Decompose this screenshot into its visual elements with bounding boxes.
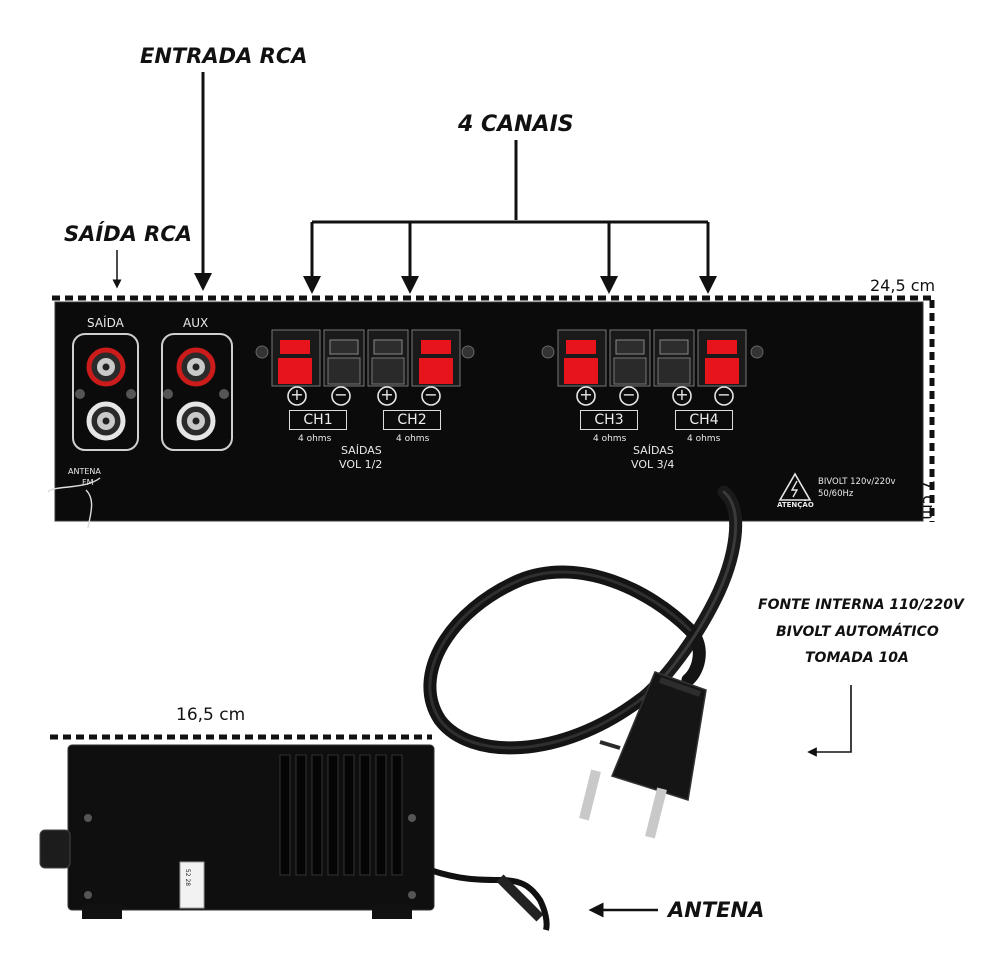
saida-rca-callout: SAÍDA RCA [64,222,193,246]
ch3-plus-symbol: + [579,385,593,404]
power-plug [579,671,707,839]
amplifier-side-view [39,744,550,931]
compliance-label [179,861,205,909]
power-note-arrow [807,685,852,757]
dimension-lines [50,295,935,740]
bivolt-line-2: 50/60Hz [818,489,854,499]
ch2-plus-symbol: + [380,385,394,404]
ch1-minus-symbol: − [334,385,348,404]
speaker-terminal-block-2 [541,329,764,387]
aux-rca-frame [161,333,233,451]
width-dimension: 24,5 cm [870,276,936,295]
antena-label: ANTENA [68,467,101,476]
ch1-label: CH1 [289,410,347,430]
saidas-group-1-subtitle: VOL 1/2 [339,458,383,471]
ch4-plus-symbol: + [675,385,689,404]
saida-rca-frame [72,333,139,451]
power-note-line-1: FONTE INTERNA 110/220V [758,597,964,613]
entrada-rca-callout: ENTRADA RCA [140,44,308,68]
atencao-label: ATENÇÃO [777,501,814,509]
ch4-minus-symbol: − [717,385,731,404]
ch3-impedance: 4 ohms [593,434,627,444]
ch1-impedance: 4 ohms [298,434,332,444]
ch1-plus-symbol: + [290,385,304,404]
fm-antenna-wire [47,477,101,529]
antena-callout: ANTENA [668,898,765,922]
depth-dimension: 16,5 cm [176,705,246,725]
fm-label: FM [82,478,94,487]
height-dimension: 7 cm [919,480,938,520]
saidas-group-2-subtitle: VOL 3/4 [631,458,675,471]
aux-label: AUX [183,316,209,330]
compliance-label-code: 52 28 [184,868,192,887]
ch2-label: CH2 [383,410,441,430]
bivolt-line-1: BIVOLT 120v/220v [818,477,896,487]
quatro-canais-callout: 4 CANAIS [458,112,574,137]
canais-bracket [312,140,708,224]
speaker-terminal-block-1 [255,329,475,387]
ch4-impedance: 4 ohms [687,434,721,444]
saida-label: SAÍDA [87,316,124,330]
warning-triangle-icon [778,472,812,501]
vent-slots [279,754,403,876]
ch4-label: CH4 [675,410,733,430]
ch2-impedance: 4 ohms [396,434,430,444]
rear-panel [47,301,924,529]
callout-arrows [112,72,852,918]
power-note-line-3: TOMADA 10A [805,650,909,666]
saidas-group-1-title: SAÍDAS [341,444,382,457]
ch3-label: CH3 [580,410,638,430]
ch2-minus-symbol: − [424,385,438,404]
ch3-minus-symbol: − [622,385,636,404]
saidas-group-2-title: SAÍDAS [633,444,674,457]
power-note-line-2: BIVOLT AUTOMÁTICO [776,624,939,640]
